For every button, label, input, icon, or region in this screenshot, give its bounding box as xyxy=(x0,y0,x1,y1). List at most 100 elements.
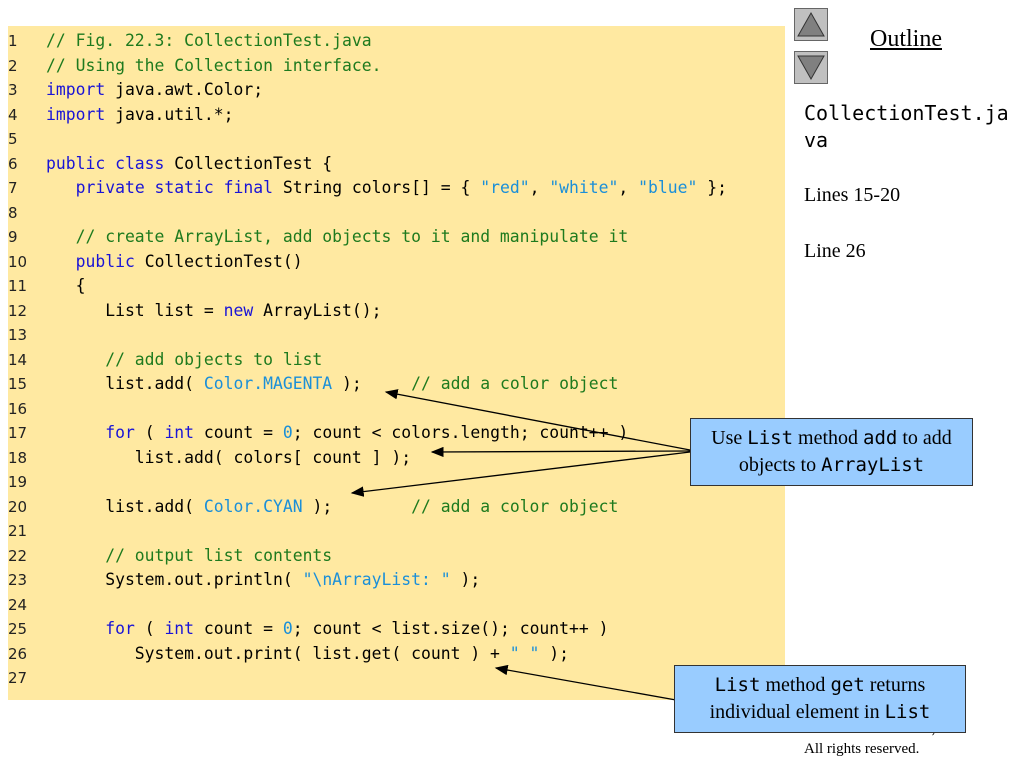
arrow-to-line-18 xyxy=(430,446,691,458)
code-line: // add objects to list xyxy=(46,348,322,373)
line-number: 13 xyxy=(8,326,28,344)
code-token: for xyxy=(105,423,135,442)
code-token: private static final xyxy=(75,178,273,197)
code-token: 0 xyxy=(282,423,293,442)
side-note-lines: Lines 15-20 xyxy=(804,184,901,206)
code-token: System.out.print( list.get( count ) + xyxy=(46,643,510,663)
code-token: new xyxy=(223,300,254,320)
line-number: 24 xyxy=(8,595,28,614)
code-token: 0 xyxy=(282,619,293,638)
code-panel xyxy=(8,26,785,700)
line-number: 1 xyxy=(8,32,18,50)
code-token: " " xyxy=(509,643,540,663)
code-token: import xyxy=(46,104,106,124)
callout-text: method xyxy=(760,674,831,696)
code-token: , xyxy=(618,178,639,197)
code-token: list.add( xyxy=(46,496,204,516)
callout-text: add xyxy=(863,427,898,449)
callout-text: to add objects to xyxy=(738,427,952,476)
code-token: ); xyxy=(539,643,570,663)
code-token: Color.MAGENTA xyxy=(203,374,333,393)
code-line: list.add( Color.CYAN ); // add a color o… xyxy=(46,495,618,520)
arrow-to-line-26 xyxy=(494,664,677,701)
code-token: ; count < list.size(); count++ ) xyxy=(292,619,609,638)
code-token: { xyxy=(46,276,86,295)
line-number: 10 xyxy=(8,252,28,271)
code-line: // create ArrayList, add objects to it a… xyxy=(46,225,629,250)
next-slide-button[interactable] xyxy=(794,51,828,84)
code-token: public xyxy=(75,251,135,271)
line-number: 20 xyxy=(8,497,28,516)
code-line: list.add( Color.MAGENTA ); // add a colo… xyxy=(46,372,618,397)
arrow-to-line-20 xyxy=(350,451,691,497)
code-token: , xyxy=(529,178,550,197)
code-token: // create ArrayList, add objects to it a… xyxy=(46,227,629,246)
code-token: count = xyxy=(194,423,283,442)
code-line: System.out.print( list.get( count ) + " … xyxy=(46,642,569,667)
code-token: // Fig. 22.3: CollectionTest.java xyxy=(46,31,372,50)
code-token: ( xyxy=(134,619,165,638)
line-number: 8 xyxy=(8,203,18,222)
line-number: 26 xyxy=(8,644,28,663)
line-number: 17 xyxy=(8,424,28,442)
line-number: 6 xyxy=(8,154,18,173)
code-line: private static final String colors[] = {… xyxy=(46,176,727,201)
code-token: String colors[] = { xyxy=(272,178,481,197)
code-line: public CollectionTest() xyxy=(46,250,303,275)
callout-text: ArrayList xyxy=(821,454,925,476)
code-line: // Using the Collection interface. xyxy=(46,54,382,79)
arrow-to-line-15 xyxy=(384,389,691,451)
code-line: { xyxy=(46,274,86,299)
code-line: import java.util.*; xyxy=(46,103,234,128)
code-token: // Using the Collection interface. xyxy=(46,55,382,75)
line-number: 7 xyxy=(8,179,18,197)
line-number: 23 xyxy=(8,571,28,589)
code-line: System.out.println( "\nArrayList: " ); xyxy=(46,568,480,593)
previous-slide-button[interactable] xyxy=(794,8,828,41)
code-token: // add a color object xyxy=(411,496,619,516)
code-token: CollectionTest { xyxy=(164,153,333,173)
line-number: 11 xyxy=(8,277,28,295)
code-token: }; xyxy=(697,178,727,197)
callout-text: returns individual element in xyxy=(709,674,926,723)
code-token: count = xyxy=(194,619,283,638)
line-number: 2 xyxy=(8,56,18,75)
code-token: // add a color object xyxy=(411,374,619,393)
code-token: java.awt.Color; xyxy=(105,80,264,99)
line-number: 19 xyxy=(8,473,28,491)
code-token: int xyxy=(164,423,195,442)
callout-text: Use xyxy=(711,427,748,449)
line-number: 16 xyxy=(8,399,28,418)
line-number: 12 xyxy=(8,301,28,320)
code-line: public class CollectionTest { xyxy=(46,152,332,177)
code-token: ( xyxy=(134,423,165,442)
callout-text: method xyxy=(793,427,864,449)
line-number: 15 xyxy=(8,375,28,393)
callout-text: List xyxy=(747,427,794,449)
code-token: for xyxy=(105,619,135,638)
file-name: CollectionTest.java xyxy=(804,101,1009,152)
code-token: ; count < colors.length; count++ ) xyxy=(292,423,629,442)
line-number: 18 xyxy=(8,448,28,467)
line-number: 25 xyxy=(8,620,28,638)
code-token: "white" xyxy=(549,178,619,197)
code-line: for ( int count = 0; count < list.size()… xyxy=(46,617,609,642)
code-token: ArrayList(); xyxy=(253,300,382,320)
code-line: import java.awt.Color; xyxy=(46,78,263,103)
side-note-line: Line 26 xyxy=(804,240,866,262)
code-token: list.add( xyxy=(46,374,204,393)
line-number: 22 xyxy=(8,546,28,565)
code-token: ); xyxy=(302,496,412,516)
line-number: 14 xyxy=(8,350,28,369)
callout-get-method: List method get returns individual eleme… xyxy=(674,665,966,733)
code-line: // Fig. 22.3: CollectionTest.java xyxy=(46,29,372,54)
line-number: 3 xyxy=(8,81,18,99)
triangle-up-icon xyxy=(797,11,825,37)
code-line: for ( int count = 0; count < colors.leng… xyxy=(46,421,628,446)
code-token: // output list contents xyxy=(46,545,333,565)
code-token: ); xyxy=(332,374,412,393)
line-number: 21 xyxy=(8,522,28,540)
outline-link[interactable]: Outline xyxy=(870,26,942,52)
code-token: Color.CYAN xyxy=(203,496,303,516)
code-token: "blue" xyxy=(638,178,698,197)
